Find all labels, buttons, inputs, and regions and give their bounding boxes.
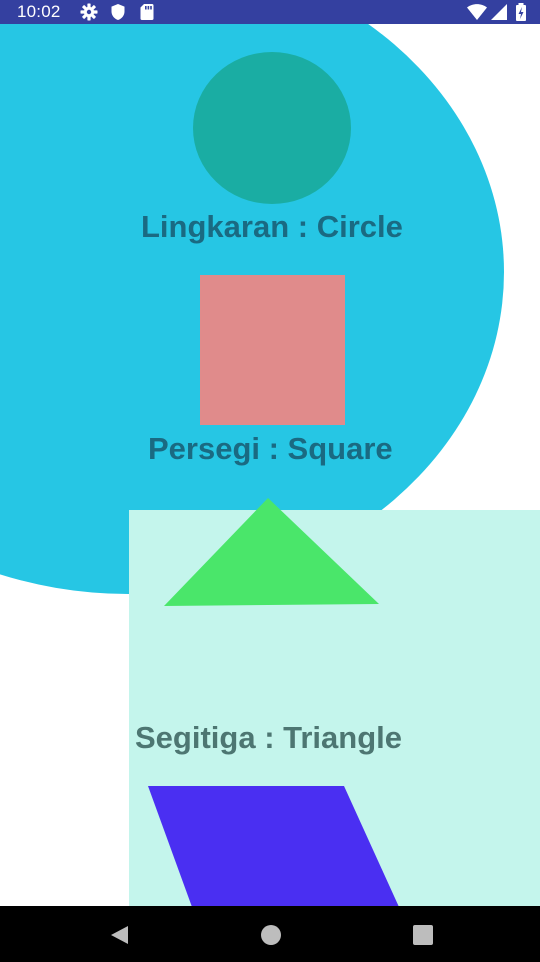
cell-signal-icon — [490, 2, 510, 22]
settings-gear-icon — [79, 2, 99, 22]
triangle-shape — [164, 498, 379, 606]
status-bar: 10:02 — [0, 0, 540, 24]
triangle-label: Segitiga : Triangle — [135, 720, 402, 755]
wifi-icon — [466, 2, 488, 22]
square-label: Persegi : Square — [148, 431, 393, 466]
status-time: 10:02 — [17, 2, 61, 21]
navigation-bar — [0, 906, 540, 962]
circle-shape — [193, 52, 351, 204]
circle-label: Lingkaran : Circle — [141, 209, 403, 244]
home-icon[interactable] — [258, 922, 284, 948]
recents-icon[interactable] — [410, 922, 436, 948]
square-shape — [200, 275, 345, 425]
shield-icon — [108, 2, 128, 22]
app-content: Lingkaran : Circle Persegi : Square Segi… — [0, 24, 540, 906]
sd-card-icon — [137, 2, 157, 22]
parallelogram-shape — [148, 786, 399, 906]
back-icon[interactable] — [107, 922, 133, 948]
battery-icon — [514, 2, 528, 22]
